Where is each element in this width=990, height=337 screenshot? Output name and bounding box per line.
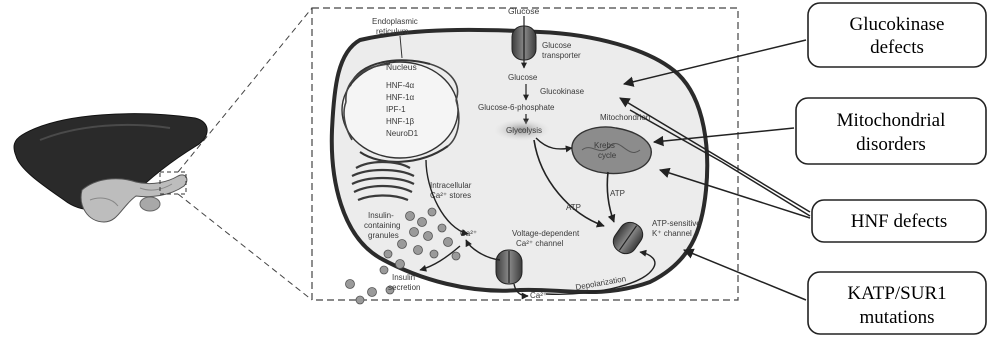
hnf-factor: HNF-1β — [386, 117, 415, 126]
hnf-factor: NeuroD1 — [386, 129, 419, 138]
zoom-line-top — [178, 8, 312, 172]
atp-label-right: ATP — [610, 189, 625, 198]
glucokinase-label: Glucokinase — [540, 87, 585, 96]
katp-mutations-line2: mutations — [860, 307, 935, 328]
glucokinase-defects-line2: defects — [870, 37, 924, 58]
krebs-label-line2: cycle — [598, 151, 617, 160]
vdcc-label-line1: Voltage-dependent — [512, 229, 580, 238]
transporter-label-line2: transporter — [542, 51, 581, 60]
er-label-line2: reticulum — [376, 27, 409, 36]
zoom-line-bottom — [178, 194, 312, 300]
glucokinase-defects-box: Glucokinase defects — [808, 3, 986, 67]
atp-label-left: ATP — [566, 203, 581, 212]
g6p-label: Glucose-6-phosphate — [478, 103, 555, 112]
mitochondrial-disorders-line2: disorders — [856, 134, 926, 155]
er-label-line1: Endoplasmic — [372, 17, 418, 26]
glycolysis-label: Glycolysis — [506, 126, 542, 135]
hnf-defects-box: HNF defects — [812, 200, 986, 242]
glucose-outside-label: Glucose — [508, 6, 539, 16]
mitochondrial-disorders-line1: Mitochondrial — [837, 110, 946, 131]
katp-label-line2: K⁺ channel — [652, 229, 692, 238]
katp-sur1-mutations-box: KATP/SUR1 mutations — [808, 272, 986, 334]
hnf-factor: IPF-1 — [386, 105, 406, 114]
insulin-secretion-label-line1: Insulin — [392, 273, 415, 282]
glucokinase-defects-line1: Glucokinase — [850, 14, 945, 35]
ca-bottom-label: Ca²⁺ — [530, 291, 547, 300]
granules-label-line1: Insulin- — [368, 211, 394, 220]
glucose-inside-label: Glucose — [508, 73, 538, 82]
transporter-label-line1: Glucose — [542, 41, 572, 50]
ca-stores-label-line2: Ca²⁺ stores — [430, 191, 471, 200]
hnf-defects-text: HNF defects — [851, 211, 948, 232]
granules-label-line3: granules — [368, 231, 399, 240]
ca-stores-label-line1: Intracellular — [430, 181, 472, 190]
hnf-factor: HNF-1α — [386, 93, 415, 102]
insulin-secretion-label-line2: secretion — [388, 283, 420, 292]
katp-mutations-line1: KATP/SUR1 — [847, 283, 946, 304]
pancreas-illustration — [81, 175, 187, 222]
mitochondrial-disorders-box: Mitochondrial disorders — [796, 98, 986, 164]
granules-label-line2: containing — [364, 221, 400, 230]
krebs-label-line1: Krebs — [594, 141, 615, 150]
vdcc-label-line2: Ca²⁺ channel — [516, 239, 564, 248]
katp-label-line1: ATP-sensitive — [652, 219, 701, 228]
voltage-dependent-ca-channel — [496, 250, 522, 284]
ca-left-label: Ca²⁺ — [460, 229, 477, 238]
hnf-factor: HNF-4α — [386, 81, 415, 90]
nucleus-label: Nucleus — [386, 62, 417, 72]
